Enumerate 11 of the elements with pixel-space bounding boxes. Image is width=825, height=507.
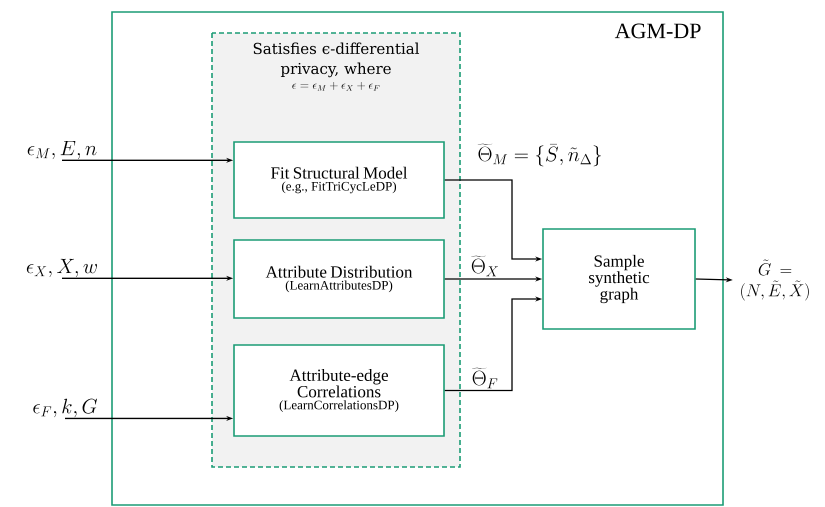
process-box: Sample synthetic graph — [542, 228, 696, 330]
input-label: $\epsilon_X, X, w$ — [26, 258, 97, 278]
output-label: $\tilde{G} = (N, \tilde{E}, \tilde{X})$ — [741, 260, 809, 301]
process-box: Attribute-edge Correlations (LearnCorrelationsDP) — [233, 344, 445, 437]
input-label: $\epsilon_F, k, G$ — [33, 398, 97, 418]
input-label: $\epsilon_M, E, n$ — [28, 140, 97, 160]
edge-label: $\widetilde{\Theta}_X$ — [471, 256, 498, 276]
edge-label: $\widetilde{\Theta}_M = \{\bar{S}, \tilde{n}_\Delta\}$ — [478, 144, 601, 166]
edge-label: $\widetilde{\Theta}_F$ — [472, 368, 498, 388]
process-box: Fit Structural Model (e.g., FitTriCycLeDP) — [233, 141, 445, 219]
process-box: Attribute Distribution (LearnAttributesDP) — [233, 239, 445, 319]
